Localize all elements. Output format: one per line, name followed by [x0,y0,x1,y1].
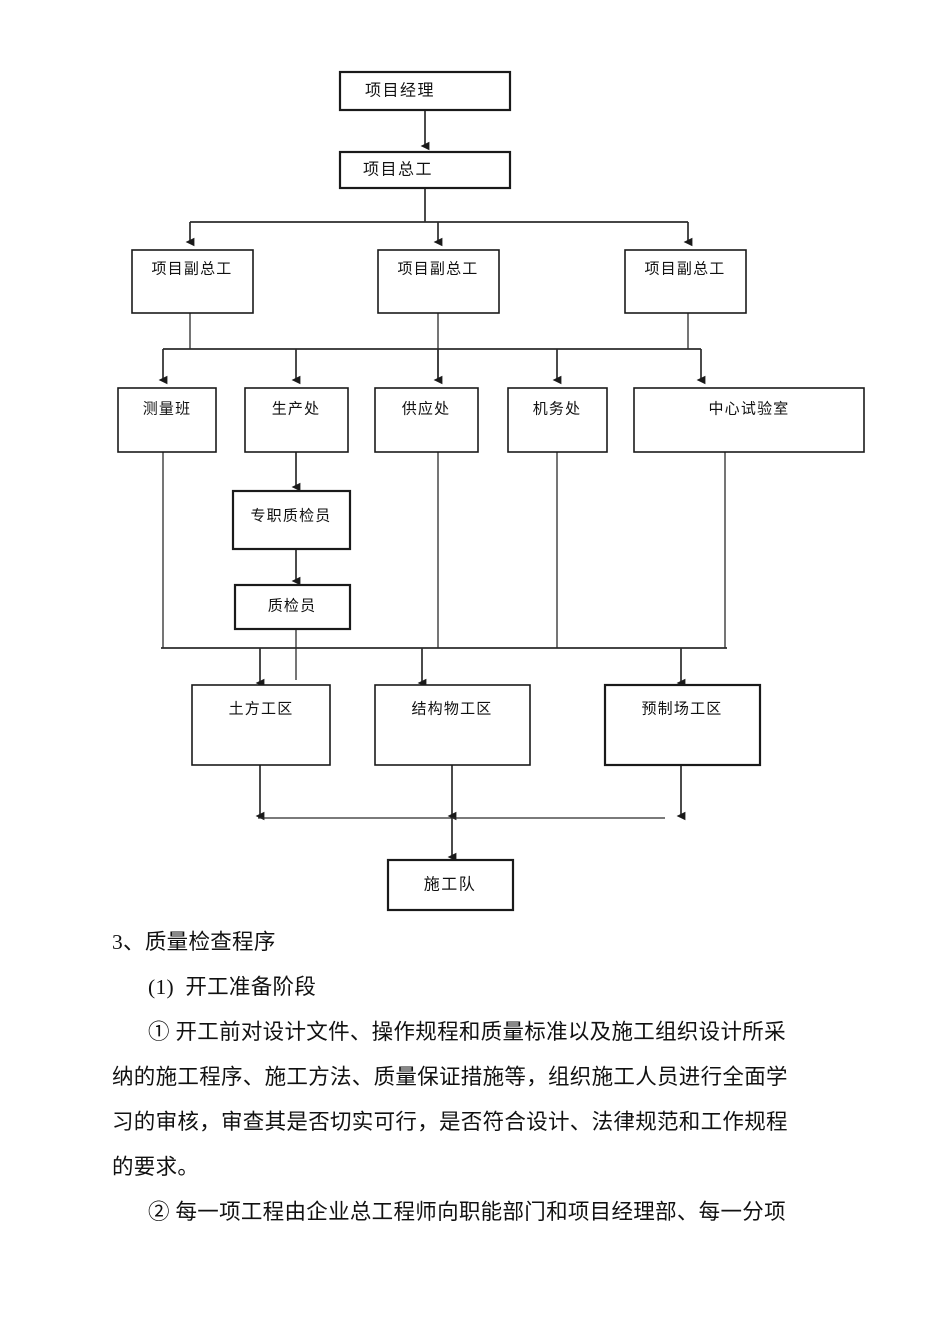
node-project-manager-label: 项目经理 [365,82,435,100]
paragraph-2-line-1: ② 每一项工程由企业总工程师向职能部门和项目经理部、每一分项 [148,1200,786,1224]
node-deputy-2-label: 项目副总工 [397,260,478,277]
node-production-dept[interactable]: 生产处 [244,387,349,453]
paragraph-1-line-1: ① 开工前对设计文件、操作规程和质量标准以及施工组织设计所采 [148,1020,786,1044]
node-structure-zone-label: 结构物工区 [411,700,492,717]
node-full-time-inspector-label: 专职质检员 [250,507,331,524]
node-project-chief-engineer[interactable]: 项目总工 [338,150,512,190]
node-machinery-dept[interactable]: 机务处 [507,387,608,453]
node-structure-zone[interactable]: 结构物工区 [374,684,531,766]
node-precast-yard-zone-label: 预制场工区 [641,700,722,717]
node-deputy-3[interactable]: 项目副总工 [624,249,747,314]
node-central-lab[interactable]: 中心试验室 [633,387,865,453]
node-full-time-inspector[interactable]: 专职质检员 [231,489,352,551]
node-earthwork-zone-label: 土方工区 [229,700,294,717]
paragraph-1-line-3: 习的审核，审查其是否切实可行，是否符合设计、法律规范和工作规程 [112,1110,788,1134]
node-deputy-3-label: 项目副总工 [644,260,725,277]
node-production-dept-label: 生产处 [272,400,321,417]
node-earthwork-zone[interactable]: 土方工区 [191,684,331,766]
section-heading: 3、质量检查程序 [112,930,276,954]
organization-chart: 项目经理 项目总工 项目副总工 项目副总工 项目副总工 [117,70,865,912]
subsection-heading: (1) 开工准备阶段 [148,975,317,999]
node-deputy-2[interactable]: 项目副总工 [377,249,500,314]
node-supply-dept-label: 供应处 [402,399,451,417]
node-central-lab-label: 中心试验室 [708,400,789,417]
paragraph-1-line-2: 纳的施工程序、施工方法、质量保证措施等，组织施工人员进行全面学 [112,1065,788,1089]
node-inspector-label: 质检员 [268,597,317,614]
body-text-block: 3、质量检查程序 (1) 开工准备阶段 ① 开工前对设计文件、操作规程和质量标准… [0,920,950,1235]
node-machinery-dept-label: 机务处 [533,400,582,417]
node-inspector[interactable]: 质检员 [233,583,352,631]
node-construction-team[interactable]: 施工队 [386,858,515,912]
paragraph-1-line-4: 的要求。 [112,1155,200,1179]
node-construction-team-label: 施工队 [424,876,477,894]
node-project-manager[interactable]: 项目经理 [338,70,512,112]
node-deputy-1[interactable]: 项目副总工 [131,249,254,314]
node-project-chief-engineer-label: 项目总工 [363,161,433,179]
node-deputy-1-label: 项目副总工 [151,260,232,277]
node-survey-team-label: 测量班 [143,400,192,417]
node-supply-dept[interactable]: 供应处 [374,387,479,453]
node-survey-team[interactable]: 测量班 [117,387,217,453]
node-precast-yard-zone[interactable]: 预制场工区 [603,683,762,767]
